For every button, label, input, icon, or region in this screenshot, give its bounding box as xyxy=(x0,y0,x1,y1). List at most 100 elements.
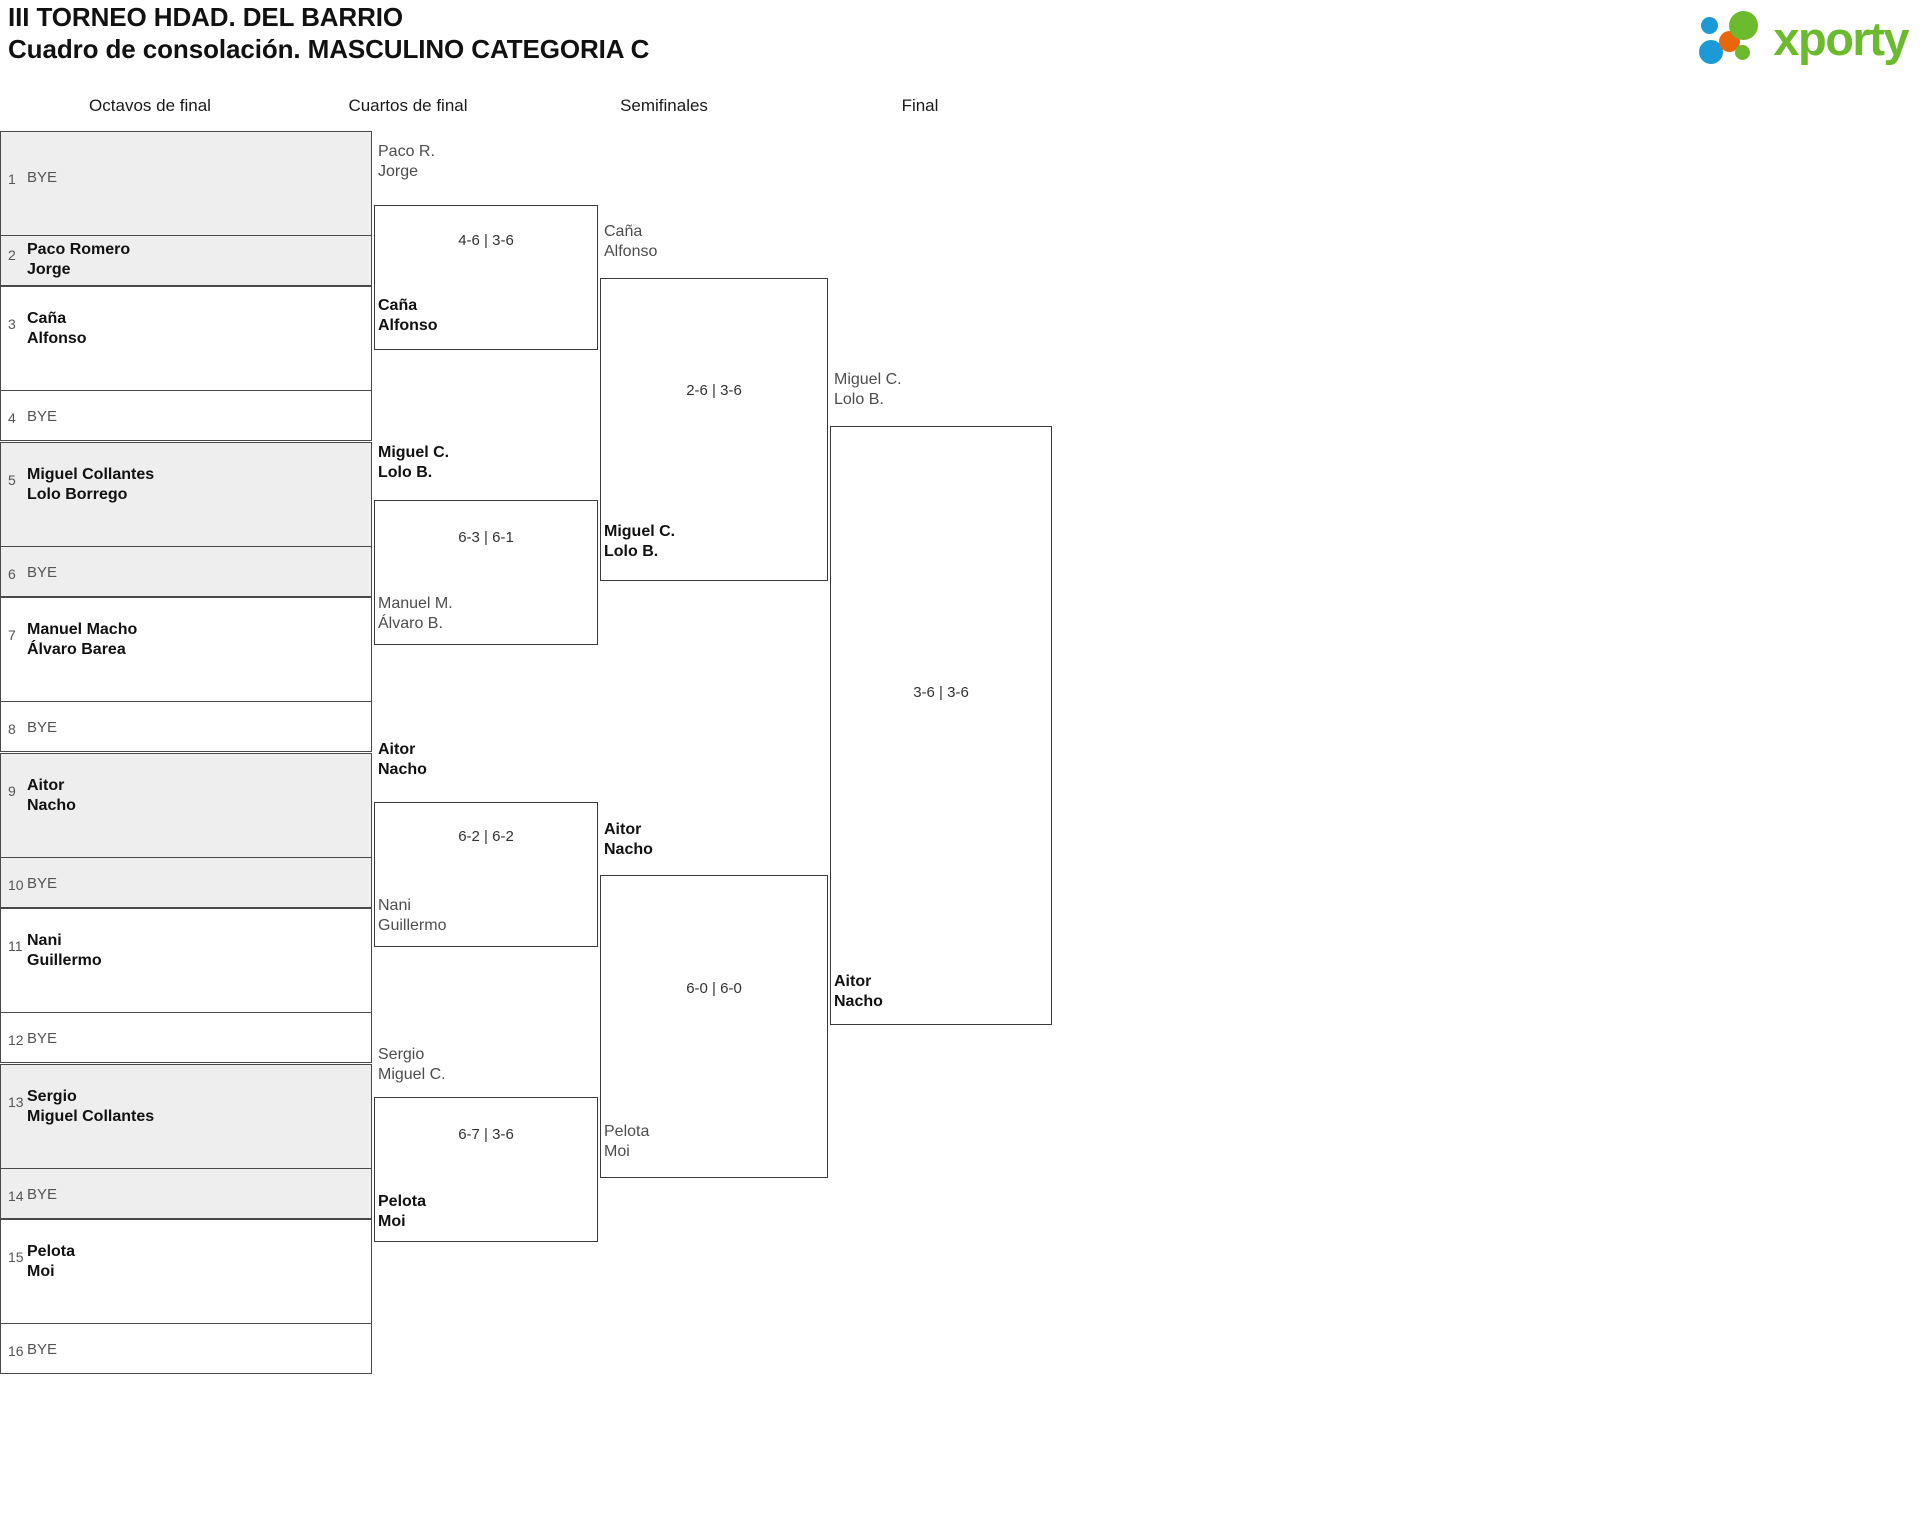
entrant-line-1: Miguel C. xyxy=(834,371,902,388)
seed-bye-label: BYE xyxy=(27,408,58,425)
entrant-line-2: Lolo B. xyxy=(604,542,659,560)
player-line-1: Miguel Collantes xyxy=(27,466,155,483)
player-line-2: Alfonso xyxy=(27,329,87,347)
match-box xyxy=(830,426,1052,1025)
match-box xyxy=(374,802,598,947)
player-line-1: Manuel Macho xyxy=(27,621,138,638)
player-line-1: Pelota xyxy=(27,1243,76,1260)
logo-dot-green-large xyxy=(1729,11,1759,40)
entrant-line-1: Aitor xyxy=(378,741,416,758)
entrant-line-2: Guillermo xyxy=(378,916,447,934)
match-score: 2-6 | 3-6 xyxy=(686,382,742,399)
player-line-2: Lolo Borrego xyxy=(27,485,128,503)
match-box xyxy=(600,875,828,1178)
seed-number: 7 xyxy=(8,627,16,643)
seed-bye-label: BYE xyxy=(27,1341,58,1358)
seed-number: 11 xyxy=(8,938,23,954)
seed-number: 1 xyxy=(8,171,16,187)
seed-number: 16 xyxy=(8,1343,24,1359)
match-box xyxy=(374,205,598,350)
entrant-line-1: Miguel C. xyxy=(378,444,450,461)
seed-number: 10 xyxy=(8,877,24,893)
player-line-1: Nani xyxy=(27,932,62,949)
match-entrant-top: Miguel C. Lolo B. xyxy=(834,370,902,409)
round-header-final: Final xyxy=(901,96,939,115)
seed-number: 9 xyxy=(8,783,16,799)
seed-number: 4 xyxy=(8,410,16,426)
seed-bye-label: BYE xyxy=(27,1186,58,1203)
entrant-line-2: Nacho xyxy=(834,992,883,1010)
entrant-line-2: Alfonso xyxy=(378,316,438,334)
entrant-line-2: Álvaro B. xyxy=(378,614,443,632)
xporty-logo: xporty xyxy=(1699,6,1909,68)
player-line-2: Jorge xyxy=(27,260,71,278)
seed-bye-label: BYE xyxy=(27,719,58,736)
match-entrant-bottom: Miguel C. Lolo B. xyxy=(604,522,675,561)
player-line-1: Aitor xyxy=(27,777,65,794)
match-score: 6-3 | 6-1 xyxy=(458,529,514,546)
entrant-line-2: Nacho xyxy=(378,760,427,778)
player-line-1: Caña xyxy=(27,310,67,327)
logo-wordmark: xporty xyxy=(1773,11,1909,65)
player-line-1: Sergio xyxy=(27,1088,77,1105)
entrant-line-1: Paco R. xyxy=(378,143,435,160)
seed-number: 5 xyxy=(8,472,16,488)
logo-dots-icon xyxy=(1699,9,1767,65)
entrant-line-2: Nacho xyxy=(604,840,653,858)
seed-bye-label: BYE xyxy=(27,564,58,581)
seed-number: 3 xyxy=(8,316,16,332)
seed-cell: 6 BYE xyxy=(0,546,372,597)
entrant-line-2: Lolo B. xyxy=(834,390,884,408)
entrant-line-1: Sergio xyxy=(378,1046,425,1063)
match-score: 6-0 | 6-0 xyxy=(686,980,742,997)
match-box xyxy=(374,500,598,645)
entrant-line-1: Caña xyxy=(604,223,643,240)
player-line-2: Guillermo xyxy=(27,951,102,969)
tournament-subtitle: Cuadro de consolación. MASCULINO CATEGOR… xyxy=(8,33,650,64)
match-score: 6-2 | 6-2 xyxy=(458,828,514,845)
match-box xyxy=(600,278,828,581)
entrant-line-1: Caña xyxy=(378,297,418,314)
seed-number: 15 xyxy=(8,1249,24,1265)
match-score: 6-7 | 3-6 xyxy=(458,1126,514,1143)
seed-number: 13 xyxy=(8,1094,24,1110)
round-header-octavos: Octavos de final xyxy=(89,96,211,115)
entrant-line-1: Nani xyxy=(378,897,411,914)
seed-cell: 1 BYE xyxy=(0,131,372,235)
entrant-line-2: Jorge xyxy=(378,162,419,180)
entrant-line-1: Pelota xyxy=(378,1193,427,1210)
player-line-2: Moi xyxy=(27,1262,55,1280)
round-header-semifinales: Semifinales xyxy=(620,96,708,115)
seed-number: 6 xyxy=(8,566,16,582)
tournament-name: III TORNEO HDAD. DEL BARRIO xyxy=(8,2,404,32)
seed-bye-label: BYE xyxy=(27,169,58,186)
entrant-line-1: Pelota xyxy=(604,1123,650,1140)
entrant-line-2: Lolo B. xyxy=(378,463,433,481)
entrant-line-1: Miguel C. xyxy=(604,523,676,540)
player-line-1: Paco Romero xyxy=(27,241,131,258)
